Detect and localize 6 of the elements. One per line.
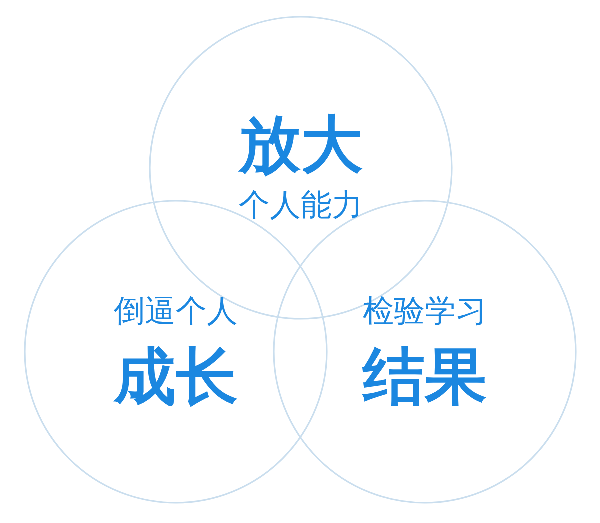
circle-title: 成长 bbox=[114, 347, 238, 409]
circle-title: 放大 bbox=[239, 115, 363, 177]
circle-subtitle: 个人能力 bbox=[239, 190, 363, 220]
circle-subtitle: 检验学习 bbox=[363, 296, 487, 326]
circle-title: 结果 bbox=[363, 347, 487, 409]
circle-subtitle: 倒逼个人 bbox=[114, 296, 238, 326]
